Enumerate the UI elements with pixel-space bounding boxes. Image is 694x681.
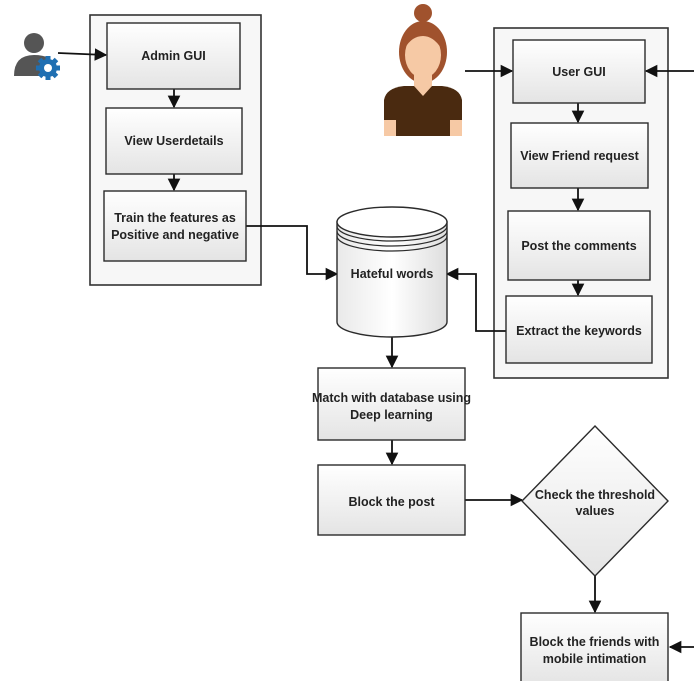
node-label-line1: Train the features as	[114, 211, 236, 225]
node-post-comments: Post the comments	[507, 210, 651, 281]
node-label-line2: Positive and negative	[111, 228, 239, 242]
admin-user-gear-icon	[14, 33, 60, 80]
node-admin-gui: Admin GUI	[106, 22, 241, 90]
node-view-userdetails: View Userdetails	[105, 107, 243, 175]
arrow-train-to-hatefulwords	[246, 225, 339, 281]
node-train-features: Train the features as Positive and negat…	[103, 190, 247, 262]
connector-lines	[57, 48, 694, 654]
node-block-post: Block the post	[317, 464, 466, 536]
node-match-database: Match with database using Deep learning	[312, 367, 471, 441]
node-label: Extract the keywords	[516, 324, 642, 338]
node-label: View Friend request	[520, 149, 639, 163]
woman-user-avatar-icon	[384, 4, 462, 136]
node-label-line2: Deep learning	[350, 408, 433, 422]
node-label-line1: Block the friends with	[530, 635, 660, 649]
node-label: Admin GUI	[141, 49, 206, 63]
node-hateful-words-database: Hateful words	[336, 206, 448, 338]
node-label: View Userdetails	[124, 134, 223, 148]
node-check-threshold-decision: Check the threshold values	[521, 424, 669, 578]
node-label: Block the post	[348, 495, 435, 509]
node-user-gui: User GUI	[512, 39, 646, 104]
node-label: Hateful words	[351, 267, 434, 281]
node-label-line1: Check the threshold	[535, 488, 655, 502]
node-extract-keywords: Extract the keywords	[505, 295, 653, 364]
node-label-line1: Match with database using	[312, 391, 471, 405]
arrow-admin-to-admingui	[57, 48, 108, 61]
arrow-extract-to-hatefulwords	[445, 267, 506, 332]
node-label-line2: values	[576, 504, 615, 518]
node-label-line2: mobile intimation	[543, 652, 646, 666]
node-label: User GUI	[552, 65, 606, 79]
node-block-friends: Block the friends with mobile intimation	[520, 612, 669, 681]
node-view-friend-request: View Friend request	[510, 122, 649, 189]
node-label: Post the comments	[521, 239, 636, 253]
